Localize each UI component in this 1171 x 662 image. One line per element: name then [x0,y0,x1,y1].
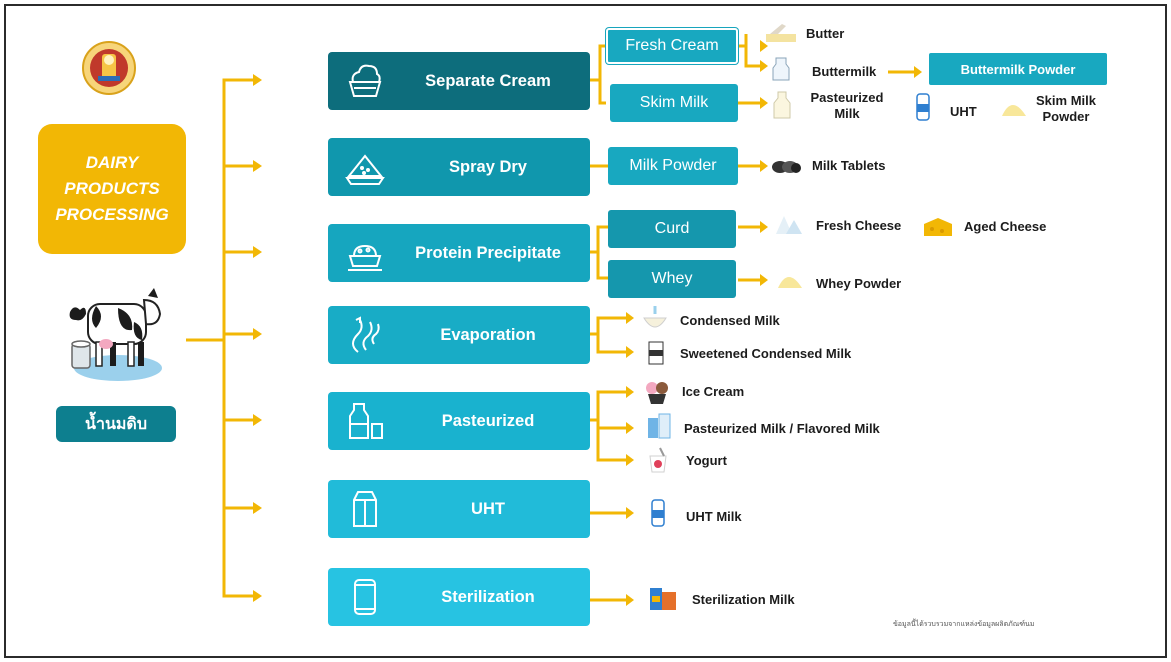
product-butter: Butter [806,26,845,41]
can-icon [354,579,376,615]
product-uht-milk: UHT Milk [686,509,742,524]
condensed-milk-icon [643,306,667,328]
process-separate-cream: Separate Cream [328,52,590,110]
raw-milk-label: น้ำนมดิบ [56,406,176,442]
ice-cream-bowl-icon [348,64,382,97]
product-yogurt: Yogurt [686,453,727,468]
milk-tablets-icon [772,161,801,173]
title-box: DAIRY PRODUCTS PROCESSING [38,124,186,254]
product-fresh-cheese: Fresh Cheese [816,218,902,233]
process-spray-dry: Spray Dry [328,138,590,196]
pasteurized-milk-icon [773,91,791,119]
uht-icon [916,93,930,121]
process-sterilization: Sterilization [328,568,590,626]
process-evaporation: Evaporation [328,306,590,364]
process-label: Sterilization [441,587,535,606]
main-bracket-line [222,78,253,598]
whey-box: Whey [608,260,736,298]
fresh-cream-box: Fresh Cream [606,28,738,64]
product-condensed-milk: Condensed Milk [680,313,780,328]
product-sterilization-milk: Sterilization Milk [692,592,795,607]
buttermilk-powder-box: Buttermilk Powder [929,53,1107,85]
process-label: Spray Dry [449,157,527,176]
whey-powder-icon [778,277,802,288]
product-sweetened-condensed-milk: Sweetened Condensed Milk [680,346,852,361]
product-milk-tablets: Milk Tablets [812,158,886,173]
title-line-1: DAIRY [85,153,139,172]
buttermilk-icon [772,57,790,81]
milk-bottle-icon [349,403,383,439]
aged-cheese-icon [924,218,952,236]
product-uht: UHT [950,104,977,119]
process-label: Evaporation [440,325,536,344]
process-pasteurized: Pasteurized [328,392,590,450]
process-uht: UHT [328,480,590,538]
title-line-2: PRODUCTS [64,179,160,198]
ice-cream-icon [646,382,668,404]
process-label: UHT [471,499,505,518]
product-whey-powder: Whey Powder [816,276,902,291]
process-label: Separate Cream [425,71,551,90]
product-pasteurized-milk: Pasteurized Milk [810,90,884,121]
process-label: Protein Precipitate [415,243,561,262]
skim-milk-box: Skim Milk [610,84,738,122]
steam-icon [352,316,380,353]
cow-illustration [66,282,166,384]
process-label: Pasteurized [441,411,535,430]
product-pasteurized-flavored-milk: Pasteurized Milk / Flavored Milk [684,421,880,436]
process-protein-precipitate: Protein Precipitate [328,224,590,282]
skim-milk-powder-icon [1002,105,1026,116]
product-aged-cheese: Aged Cheese [964,219,1047,234]
sweetened-condensed-milk-icon [648,341,664,365]
university-seal-logo [80,40,138,96]
fresh-cheese-icon [776,216,802,234]
uht-milk-icon [651,499,665,527]
yogurt-icon [649,447,667,473]
flavored-milk-icon [648,413,671,439]
sterilization-milk-icon [650,588,676,610]
product-buttermilk: Buttermilk [812,64,877,79]
product-ice-cream: Ice Cream [682,384,745,399]
powder-pile-icon [345,154,385,185]
title-line-3: PROCESSING [55,205,169,224]
cheese-bowl-icon [348,244,382,271]
curd-box: Curd [608,210,736,248]
product-skim-milk-powder: Skim Milk Powder [1036,93,1096,124]
milk-powder-box: Milk Powder [608,147,738,185]
source-footnote: ข้อมูลนี้ได้รวบรวมจากแหล่งข้อมูลผลิตภัณฑ… [893,621,1035,628]
milk-carton-icon [353,491,377,527]
butter-icon [766,24,796,42]
